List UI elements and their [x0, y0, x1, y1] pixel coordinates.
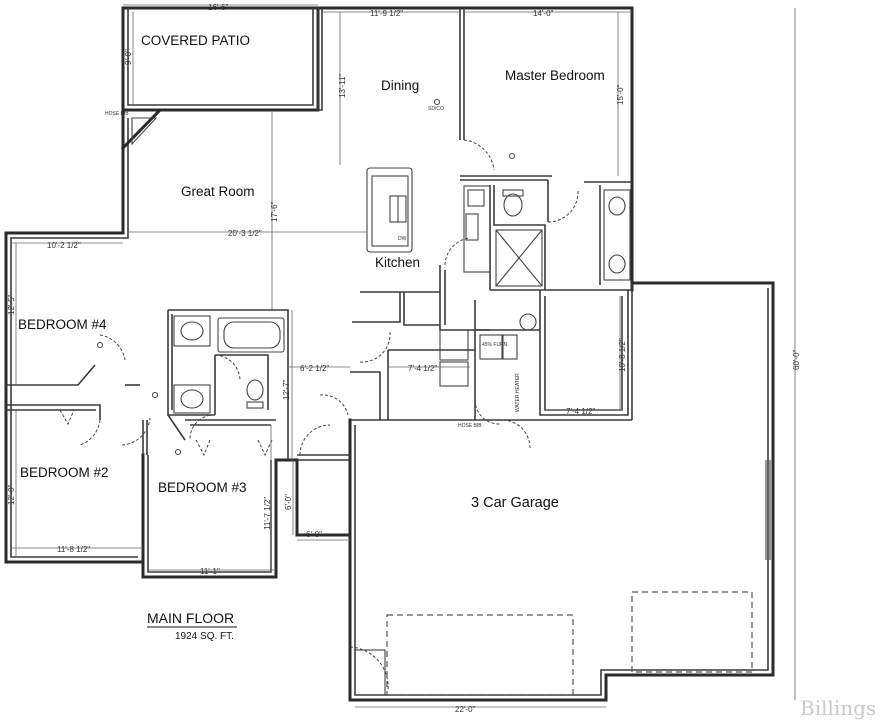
note-hose-bib-b: HOSE BIB [458, 423, 482, 429]
dim-great-room-depth: 17'-6" [270, 201, 279, 222]
master-bedroom-label: Master Bedroom [505, 68, 605, 83]
dim-dining-depth: 13'-11" [338, 74, 347, 98]
smoke-detector-icon [433, 98, 441, 106]
dim-bedroom-2-width: 11'-8 1/2" [57, 545, 90, 554]
dim-entry-depth: 6'-0" [284, 494, 293, 510]
watermark-logo: Billings [800, 696, 876, 720]
dim-closet-depth: 10'-8 1/2" [618, 338, 627, 372]
note-dishwasher: DW [398, 236, 407, 242]
note-water-heater: WATER HEATER [515, 373, 521, 412]
covered-patio-label: COVERED PATIO [141, 33, 250, 48]
plan-area: 1924 SQ. FT. [175, 631, 234, 642]
door-swings [59, 139, 579, 691]
room-labels: COVERED PATIO Dining Master Bedroom Grea… [18, 33, 605, 511]
dim-master-width: 14'-0" [533, 9, 554, 18]
dim-bedroom-3-width: 11'-1" [200, 567, 220, 576]
dim-bedroom-4-depth: 12'-5" [7, 294, 16, 315]
dim-great-room-width: 20'-3 1/2" [228, 229, 262, 238]
plan-notes: HOSE BIB HOSE BIB 45% FURN. WATER HEATER… [96, 98, 521, 456]
great-room-label: Great Room [181, 184, 255, 199]
dim-master-depth: 15'-0" [616, 84, 625, 105]
interior-walls [6, 8, 632, 461]
smoke-detector-icon [96, 341, 104, 349]
dim-bedroom-2-depth: 12'-0" [7, 484, 16, 505]
dim-patio-depth: 9'-0" [124, 49, 133, 65]
dim-hall-depth: 12'-7" [282, 379, 291, 400]
title-block: MAIN FLOOR 1924 SQ. FT. [147, 610, 237, 642]
dim-hall-width: 6'-2 1/2" [300, 364, 329, 373]
dim-overall-depth: 60'-0" [792, 349, 801, 370]
exterior-walls [4, 6, 775, 702]
smoke-detector-icon [174, 448, 182, 456]
bedroom-3-label: BEDROOM #3 [158, 480, 247, 495]
bedroom-4-label: BEDROOM #4 [18, 317, 107, 332]
dim-bedroom-3-depth: 11'-7 1/2" [263, 497, 272, 530]
dimension-labels: 16'-6" 11'-9 1/2" 14'-0" 9'-0" 13'-11" 1… [7, 3, 801, 714]
smoke-detector-icon [151, 391, 159, 399]
smoke-detector-icon [508, 152, 516, 160]
dining-label: Dining [381, 78, 419, 93]
dim-patio-width: 16'-6" [208, 3, 229, 12]
note-hose-bib-a: HOSE BIB [105, 111, 129, 117]
kitchen-label: Kitchen [375, 255, 420, 270]
note-furnace: 45% FURN. [482, 342, 509, 348]
dim-closet-width: 7'-4 1/2" [566, 407, 595, 416]
note-smoke-co: SD/CO [428, 106, 444, 112]
dim-garage-width: 22'-0" [455, 705, 476, 714]
fixtures [173, 167, 771, 696]
plan-title: MAIN FLOOR [147, 610, 234, 626]
dim-bedroom-4-width: 10'-2 1/2" [47, 241, 81, 250]
garage-label: 3 Car Garage [471, 495, 559, 511]
dim-laundry-width: 7'-4 1/2" [408, 364, 437, 373]
dimension-lines [11, 4, 796, 708]
dim-entry-width: 6'-0" [306, 530, 322, 539]
bedroom-2-label: BEDROOM #2 [20, 465, 109, 480]
dim-dining-width: 11'-9 1/2" [370, 9, 403, 18]
